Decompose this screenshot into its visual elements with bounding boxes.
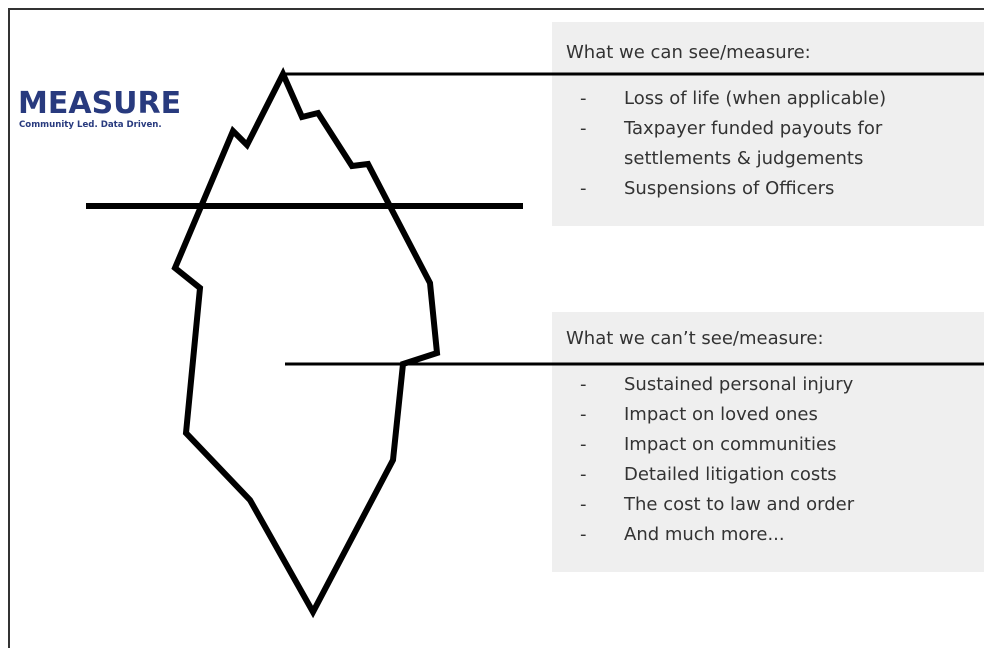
list-item: - Detailed litigation costs [580, 460, 854, 490]
list-item-text: The cost to law and order [624, 494, 855, 515]
list-item: - Sustained personal injury [580, 370, 854, 400]
bullet-dash: - [580, 178, 587, 199]
list-item-text: Impact on communities [624, 434, 837, 455]
list-item: - Loss of life (when applicable) [580, 84, 886, 114]
list-item: - The cost to law and order [580, 490, 854, 520]
list-item-text: Taxpayer funded payouts for [624, 118, 883, 139]
list-item-continuation: settlements & judgements [624, 148, 864, 169]
list-item: - Taxpayer funded payouts for settlement… [580, 114, 886, 174]
bullet-dash: - [580, 464, 587, 485]
list-item-text: Suspensions of Officers [624, 178, 835, 199]
list-item-text: Detailed litigation costs [624, 464, 837, 485]
list-item-text: Loss of life (when applicable) [624, 88, 887, 109]
iceberg-diagram [86, 66, 984, 619]
list-item: - Impact on communities [580, 430, 854, 460]
slide-frame [8, 8, 984, 648]
bullet-dash: - [580, 374, 587, 395]
list-item: - And much more... [580, 520, 854, 550]
bullet-dash: - [580, 118, 587, 139]
hidden-costs-heading: What we can’t see/measure: [566, 328, 824, 349]
list-item-text: Sustained personal injury [624, 374, 854, 395]
list-item-text: Impact on loved ones [624, 404, 818, 425]
visible-costs-list: - Loss of life (when applicable) - Taxpa… [580, 84, 886, 204]
logo-tagline: Community Led. Data Driven. [19, 120, 162, 130]
list-item: - Impact on loved ones [580, 400, 854, 430]
hidden-costs-panel: What we can’t see/measure: - Sustained p… [552, 312, 984, 572]
visible-costs-heading: What we can see/measure: [566, 42, 811, 63]
visible-costs-panel: What we can see/measure: - Loss of life … [552, 22, 984, 226]
iceberg-outline [171, 66, 441, 619]
bullet-dash: - [580, 524, 587, 545]
measure-logo: MEASURE Community Led. Data Driven. [18, 86, 182, 131]
bullet-dash: - [580, 494, 587, 515]
hidden-costs-list: - Sustained personal injury - Impact on … [580, 370, 854, 550]
bullet-dash: - [580, 434, 587, 455]
bullet-dash: - [580, 88, 587, 109]
list-item-text: And much more... [624, 524, 785, 545]
bullet-dash: - [580, 404, 587, 425]
list-item: - Suspensions of Officers [580, 174, 886, 204]
logo-wordmark: MEASURE [18, 86, 182, 121]
